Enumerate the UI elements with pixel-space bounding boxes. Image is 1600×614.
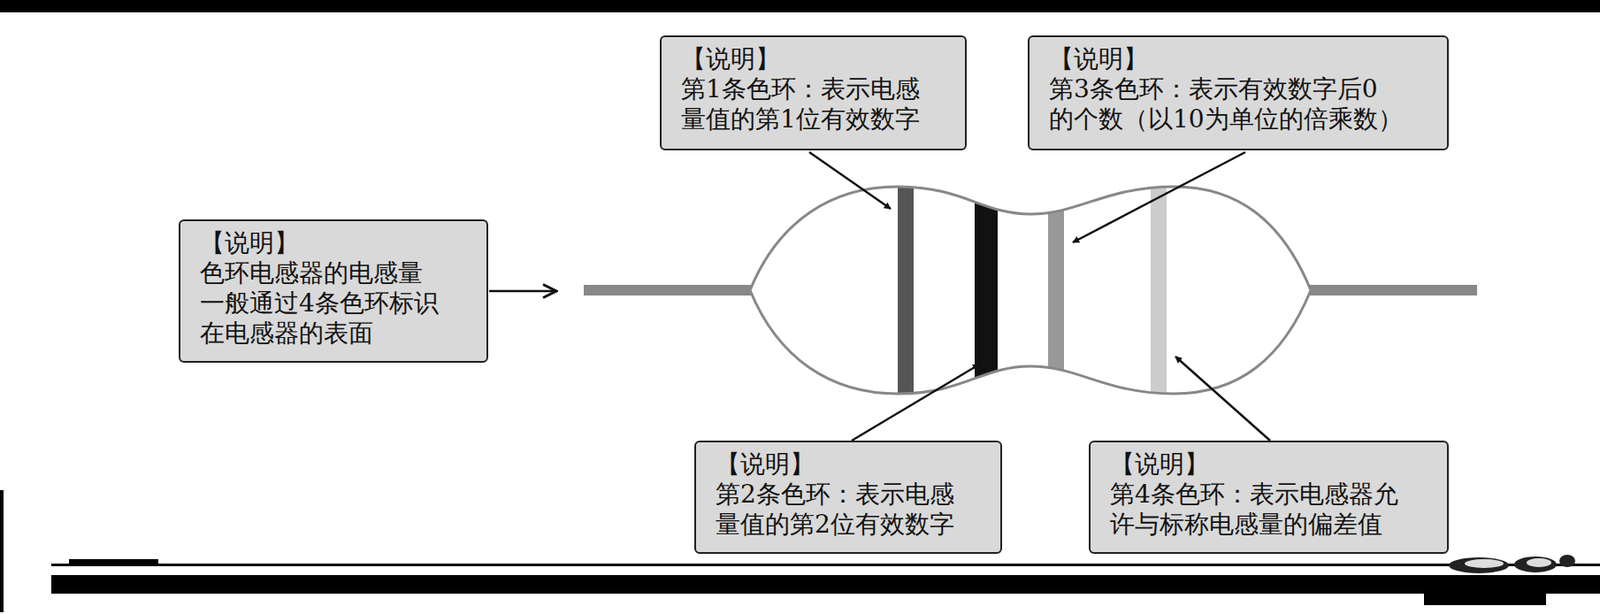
leader-arrow: [809, 152, 891, 209]
color-ring-1: [897, 176, 914, 407]
color-ring-4: [1150, 176, 1167, 407]
inductor-outline: [750, 186, 1311, 394]
callout-heading: 【说明】: [1048, 44, 1432, 75]
bottom-bar: [51, 574, 1600, 594]
corner-block: [1423, 593, 1547, 605]
callout-body: 色环电感器的电感量 一般通过4条色环标识 在电感器的表面: [199, 258, 471, 349]
callout-body: 第3条色环：表示有效数字后0 的个数（以10为单位的倍乘数）: [1048, 74, 1432, 135]
callout-box: 【说明】第3条色环：表示有效数字后0 的个数（以10为单位的倍乘数）: [1027, 35, 1449, 151]
inductor-body: [750, 186, 1311, 394]
leader-arrow: [1072, 152, 1246, 243]
leader-arrow: [489, 290, 557, 293]
color-ring-inductor: [583, 176, 1478, 407]
callout-body: 第4条色环：表示电感器允 许与标称电感量的偏差值: [1110, 479, 1432, 540]
leader-arrow: [851, 364, 980, 441]
callout-box: 【说明】色环电感器的电感量 一般通过4条色环标识 在电感器的表面: [178, 219, 489, 363]
callout-heading: 【说明】: [715, 449, 985, 480]
callout-body: 第1条色环：表示电感 量值的第1位有效数字: [681, 74, 950, 135]
corner-ornament: [1448, 554, 1576, 574]
callout-heading: 【说明】: [681, 44, 950, 75]
edge-mark: [0, 489, 4, 613]
lead-wire: [1307, 284, 1478, 296]
lead-wire: [583, 284, 754, 296]
callout-heading: 【说明】: [199, 228, 471, 259]
leader-arrow: [1175, 356, 1271, 441]
bottom-rule: [51, 563, 1600, 567]
callout-box: 【说明】第4条色环：表示电感器允 许与标称电感量的偏差值: [1088, 440, 1449, 554]
callout-heading: 【说明】: [1110, 449, 1432, 480]
callout-body: 第2条色环：表示电感 量值的第2位有效数字: [715, 479, 985, 540]
top-bar: [0, 0, 1600, 13]
bottom-tab: [68, 558, 159, 567]
callout-box: 【说明】第2条色环：表示电感 量值的第2位有效数字: [694, 440, 1003, 554]
callout-box: 【说明】第1条色环：表示电感 量值的第1位有效数字: [659, 35, 967, 151]
